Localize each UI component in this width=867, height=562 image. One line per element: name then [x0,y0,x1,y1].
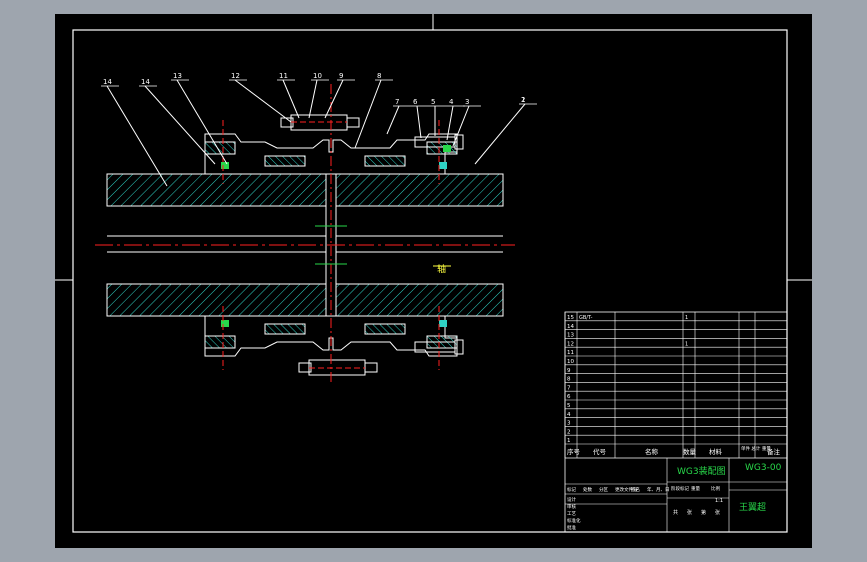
scale-value: 1:1 [715,498,723,504]
table-header-3: 数量 [683,447,697,456]
table-header-2: 名称 [645,447,659,456]
table-row: 3 [567,421,571,427]
title-side-label: 批准 [567,524,576,531]
balloon-8: 8 [377,72,381,80]
table-row: 12 1 [567,341,688,347]
title-row-label: 标记 [567,486,576,493]
designer-name: 王翼超 [739,501,766,513]
table-header-weight: 单件 总计 重量 [741,445,771,452]
row-no: 3 [567,421,571,427]
right-shaft-lower [335,283,504,317]
title-side-label: 设计 [567,496,576,503]
table-row: 7 [567,385,571,391]
title-row-label: 签名 [631,486,640,493]
balloon-11: 11 [279,72,288,80]
balloon-3: 3 [465,98,469,106]
coupling-assembly [95,79,526,384]
table-row: 6 [567,394,571,400]
balloon-2: 2 [521,96,525,104]
row-no: 4 [567,412,571,418]
balloon-10: 10 [313,72,322,80]
sheet-label: 张 [715,509,720,516]
row-qty: 1 [685,315,688,321]
title-row-label: 年、月、日 [647,486,670,493]
row-code: GB/T- [579,315,593,321]
title-stage-label: 比例 [711,485,720,492]
title-stage-label: 重量 [691,485,700,492]
row-no: 8 [567,377,571,383]
balloon-9: 9 [339,72,343,80]
table-row: 5 [567,403,571,409]
row-no: 14 [567,324,574,330]
drawing-title: WG3装配图 [677,465,726,477]
table-row: 13 [567,333,574,339]
balloon-1: 1 [521,96,525,104]
row-no: 9 [567,368,571,374]
parts-table [564,311,788,533]
row-no: 1 [567,438,571,444]
sheet-label: 第 [701,509,706,516]
title-side-label: 工艺 [567,511,576,517]
balloon-12: 12 [231,72,240,80]
balloon-7: 7 [395,98,399,106]
balloon-5: 5 [431,98,435,106]
title-side-label: 审核 [567,503,576,510]
balloon-14: 14 [141,78,150,86]
table-row: 11 [567,350,574,356]
title-row-label: 更改文件号 [615,486,638,493]
table-row: 9 [567,368,571,374]
drawing-code: WG3-00 [745,463,782,473]
balloon-labels: 14 14 13 12 11 10 9 8 7 6 5 4 3 21 [101,72,537,107]
row-no: 13 [567,333,574,339]
balloon-6: 6 [413,98,418,106]
balloon-14: 14 [103,78,112,86]
right-shaft-upper [335,173,504,207]
row-no: 7 [567,385,571,391]
table-header-5: 备注 [767,447,781,456]
sheet-label: 共 [673,509,678,516]
table-row: 1 [567,438,571,444]
table-row: 14 [567,324,574,330]
table-row: 8 [567,377,571,383]
table-row: 4 [567,412,571,418]
table-row: 15 GB/T- 1 [567,315,688,321]
title-side-label: 标准化 [567,517,581,524]
title-row-label: 分区 [599,486,608,493]
balloon-4: 4 [449,98,454,106]
table-row: 2 [567,429,571,435]
inner-frame [72,29,788,533]
left-shaft-lower [106,283,327,317]
row-no: 12 [567,341,574,347]
table-row: 10 [567,359,574,365]
row-no: 11 [567,350,574,356]
row-qty: 1 [685,341,688,347]
row-no: 6 [567,394,571,400]
sheet-label: 张 [687,509,692,516]
section-label: 轴 [437,263,446,275]
row-no: 10 [567,359,574,365]
title-row-label: 处数 [583,486,592,493]
row-no: 2 [567,429,571,435]
row-no: 5 [567,403,571,409]
table-header-4: 材料 [709,447,723,456]
table-header-0: 序号 [567,447,581,456]
title-stage-label: 阶段标记 [671,485,689,492]
left-shaft-upper [106,173,327,207]
table-header-1: 代号 [593,447,607,456]
balloon-13: 13 [173,72,182,80]
row-no: 15 [567,315,574,321]
